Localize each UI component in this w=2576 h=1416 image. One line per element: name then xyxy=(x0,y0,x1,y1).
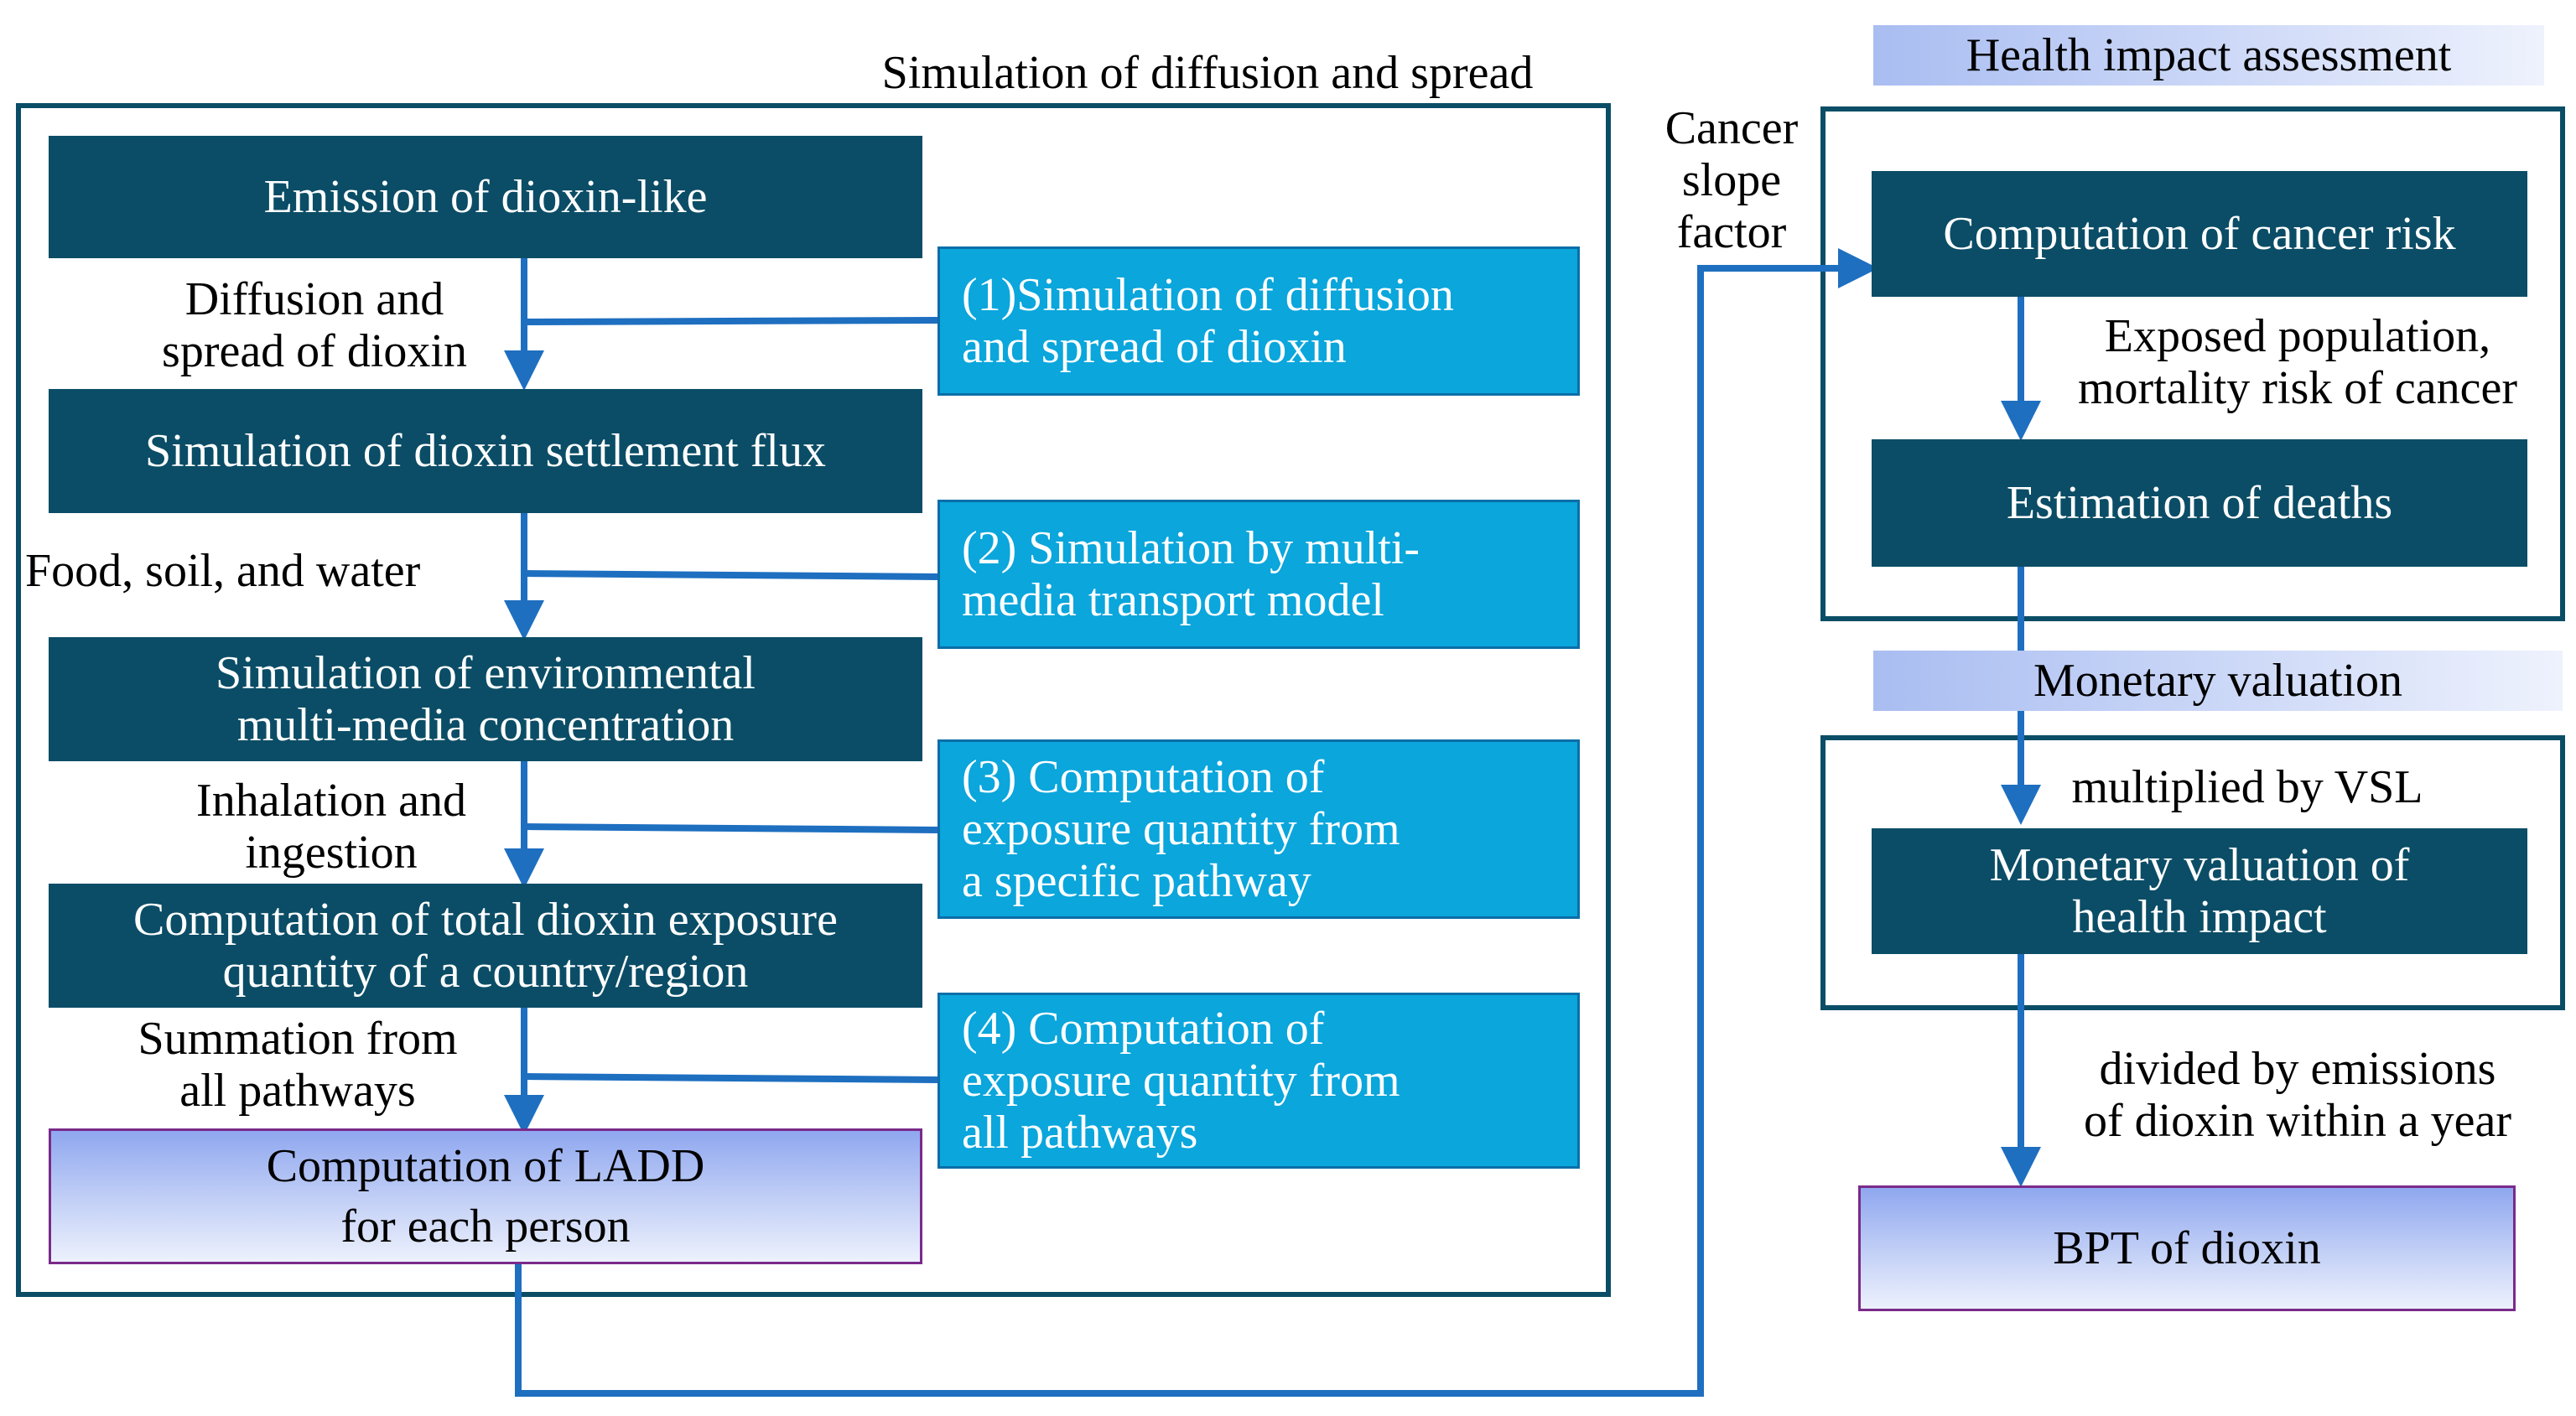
left-panel-title: Simulation of diffusion and spread xyxy=(881,47,1534,99)
arrow-ladd-to-cancer-risk xyxy=(515,248,1878,1397)
health-panel-frame xyxy=(1820,106,2565,621)
summation-label: Summation from all pathways xyxy=(138,1013,458,1117)
inhalation-label: Inhalation and ingestion xyxy=(196,775,466,879)
model-1-node: (1)Simulation of diffusion and spread of… xyxy=(937,246,1580,396)
model-4-connector xyxy=(523,1073,938,1083)
monetary-valuation-node: Monetary valuation of health impact xyxy=(1872,828,2527,954)
exposed-population-label: Exposed population, mortality risk of ca… xyxy=(2077,310,2517,414)
bpt-node: BPT of dioxin xyxy=(1858,1185,2516,1311)
health-impact-assessment-title: Health impact assessment xyxy=(1873,25,2544,86)
emission-node: Emission of dioxin-like xyxy=(49,136,922,258)
divided-by-emissions-label: divided by emissions of dioxin within a … xyxy=(2083,1043,2512,1147)
total-exposure-node: Computation of total dioxin exposure qua… xyxy=(49,884,922,1008)
monetary-valuation-title: Monetary valuation xyxy=(1873,651,2563,711)
model-3-connector xyxy=(523,823,938,833)
deaths-node: Estimation of deaths xyxy=(1872,439,2527,567)
diffusion-label: Diffusion and spread of dioxin xyxy=(162,273,467,377)
food-soil-water-label: Food, soil, and water xyxy=(25,545,421,597)
cancer-risk-node: Computation of cancer risk xyxy=(1872,171,2527,297)
cancer-slope-factor-label: Cancer slope factor xyxy=(1665,102,1799,258)
vsl-label: multiplied by VSL xyxy=(2071,761,2423,813)
model-2-connector xyxy=(523,570,938,580)
ladd-node: Computation of LADD for each person xyxy=(49,1128,922,1264)
model-3-node: (3) Computation of exposure quantity fro… xyxy=(937,739,1580,919)
settlement-flux-node: Simulation of dioxin settlement flux xyxy=(49,389,922,513)
left-panel-frame xyxy=(16,103,1611,1297)
concentration-node: Simulation of environmental multi-media … xyxy=(49,637,922,761)
monetary-panel-frame xyxy=(1820,735,2565,1010)
model-4-node: (4) Computation of exposure quantity fro… xyxy=(937,993,1580,1169)
model-2-node: (2) Simulation by multi- media transport… xyxy=(937,500,1580,649)
model-1-connector xyxy=(523,317,938,325)
